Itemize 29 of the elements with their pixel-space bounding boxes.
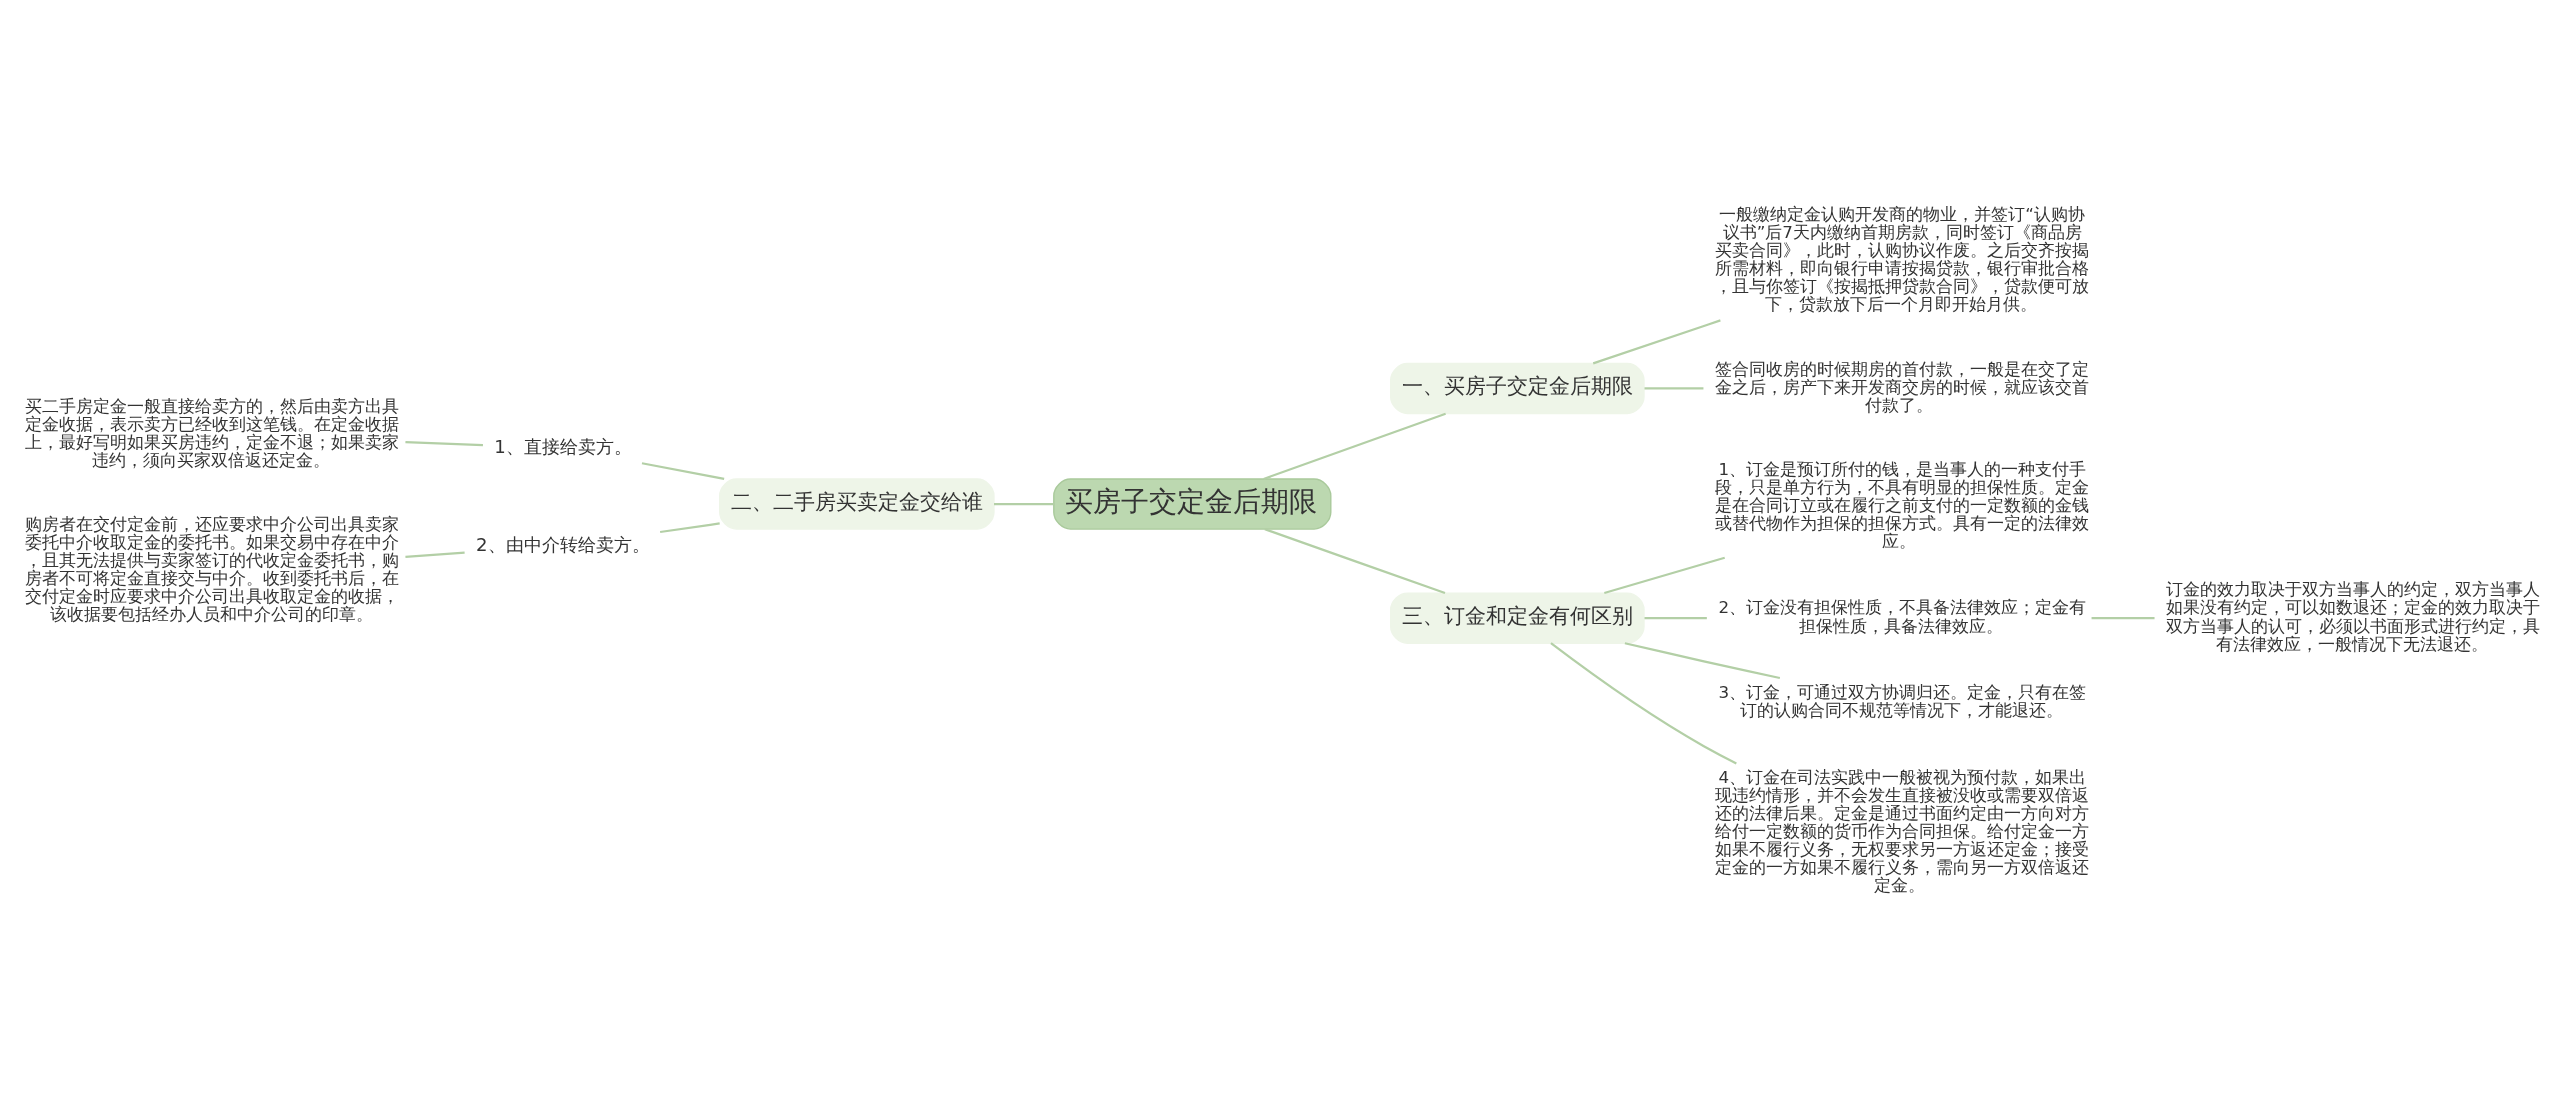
node-box: 二、二手房买卖定金交给谁: [719, 478, 995, 530]
connector: [1264, 528, 1446, 595]
node-text: 买二手房定金一般直接给卖方的，然后由卖方出具定金收据，表示卖方已经收到这笔钱。在定金收据上，最好写明如果买房违约，定金不退；如果卖家违约，须向买家双倍返还定金。: [25, 395, 400, 470]
connector: [2091, 617, 2155, 620]
connector: [994, 502, 1054, 506]
node-text: 2、订金没有担保性质，不具备法律效应；定金有担保性质，具备法律效应。: [1718, 597, 2087, 636]
connector: [659, 522, 720, 534]
node-text: 签合同收房的时候期房的首付款，一般是在交了定金之后，房产下来开发商交房的时候，就应该交首付款了。: [1715, 358, 2089, 415]
node-text: 4、订金在司法实践中一般被视为预付款，如果出现违约情形，并不会发生直接被没收或需要双倍返还的法律后果。定金是通过书面约定由一方向对方给付一定数额的货币作为合同担保。给付定金一方如果不履行义务，无权要求另一方返还定金；接受定金的一方如果不履行义务，需向另一方双倍返还定金。: [1715, 766, 2089, 896]
connector: [405, 441, 483, 447]
node-box: 三、订金和定金有何区别: [1389, 592, 1645, 644]
node-text: 订金的效力取决于双方当事人的约定，双方当事人如果没有约定，可以如数退还；定金的效力取决于双方当事人的认可，必须以书面形式进行约定，具有法律效应，一般情况下无法退还。: [2166, 579, 2540, 654]
connector: [1263, 412, 1446, 480]
node-text: 2、由中介转给卖方。: [476, 533, 650, 555]
node-text: 购房者在交付定金前，还应要求中介公司出具卖家委托中介收取定金的委托书。如果交易中存在中介，且其无法提供与卖家签订的代收定金委托书，购房者不可将定金直接交与中介。收到委托书后，在交付定金时应要求中介公司出具收取定金的收据，该收据要包括经办人员和中介公司的印章。: [25, 513, 400, 625]
node-text: 3、订金，可通过双方协调归还。定金，只有在签订的认购合同不规范等情况下，才能退还。: [1718, 682, 2087, 721]
connector: [1592, 319, 1721, 365]
connector: [405, 551, 465, 559]
node-text: 1、订金是预订所付的钱，是当事人的一种支付手段，只是单方行为，不具有明显的担保性质。定金是在合同订立或在履行之前支付的一定数额的金钱或替代物作为担保的担保方式。具有一定的法律效应。: [1715, 458, 2089, 552]
node-box: 买房子交定金后期限: [1053, 478, 1332, 530]
connector: [1644, 617, 1707, 620]
node-text: 一般缴纳定金认购开发商的物业，并签订“认购协议书”后7天内缴纳首期房款，同时签订《商品房买卖合同》，此时，认购协议作废。之后交齐按揭所需材料，即向银行申请按揭贷款，银行审批合格，且与你签订《按揭抵押贷款合同》，贷款便可放下，贷款放下后一个月即开始月供。: [1715, 203, 2089, 314]
connector: [1644, 387, 1704, 390]
node-box: 一、买房子交定金后期限: [1389, 362, 1645, 415]
connector: [641, 462, 725, 481]
connector: [1550, 642, 1737, 765]
node-text: 1、直接给卖方。: [494, 436, 632, 458]
connector: [1604, 556, 1726, 595]
connector: [1624, 642, 1781, 680]
